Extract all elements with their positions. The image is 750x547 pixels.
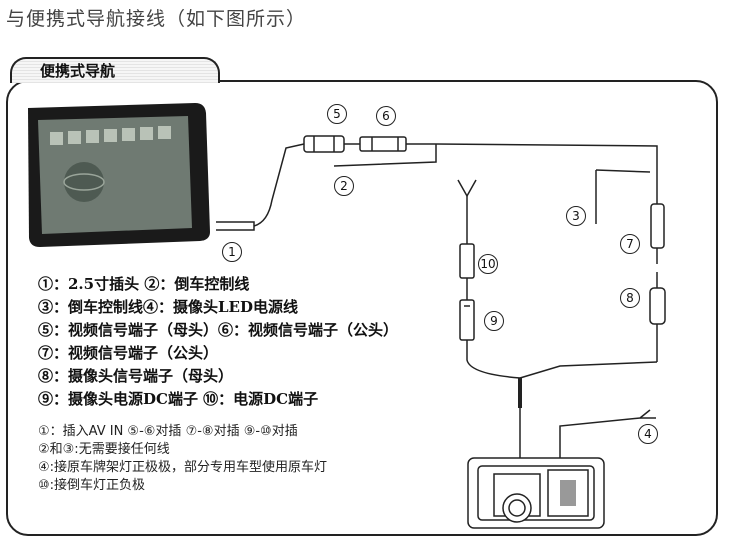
gps-icon: [86, 130, 99, 143]
main-wire: [435, 143, 658, 204]
legend-line: ③：倒车控制线④：摄像头LED电源线: [38, 298, 298, 316]
panel-tab: [10, 57, 220, 83]
callout-5: 5: [327, 104, 347, 124]
callout-6: 6: [376, 106, 396, 126]
note-line: ②和③:无需要接任何线: [38, 442, 170, 457]
legend-line: ⑤：视频信号端子（母头）⑥：视频信号端子（公头）: [38, 321, 399, 339]
callout-7: 7: [620, 234, 640, 254]
diagram-panel: [6, 80, 718, 536]
gps-device: [28, 103, 210, 247]
callout-8: 8: [620, 288, 640, 308]
av-plug: [216, 221, 255, 231]
gps-icon: [50, 132, 63, 145]
note-line: ④:接原车牌架灯正极极，部分专用车型使用原车灯: [38, 460, 328, 475]
legend-line: ⑨：摄像头电源DC端子 ⑩：电源DC端子: [38, 390, 319, 408]
legend-line: ⑦：视频信号端子（公头）: [38, 344, 219, 362]
connector-7: [650, 203, 665, 249]
gps-icon: [140, 127, 153, 140]
panel-tab-label: 便携式导航: [40, 62, 116, 80]
connector-8: [649, 287, 666, 325]
av-cable: [253, 143, 305, 227]
gps-icon: [68, 131, 81, 144]
callout-9: 9: [484, 311, 504, 331]
legend-line: ①：2.5寸插头 ②：倒车控制线: [38, 275, 250, 293]
legend-line: ⑧：摄像头信号端子（母头）: [38, 367, 234, 385]
antenna-wire: [457, 179, 477, 198]
callout-10: 10: [478, 254, 498, 274]
callout-1: 1: [222, 242, 242, 262]
gps-screen: [38, 116, 192, 234]
callout-3: 3: [566, 206, 586, 226]
connector-10: [459, 243, 475, 279]
gps-icon: [158, 126, 171, 139]
note-line: ①：插入AV IN ⑤-⑥对插 ⑦-⑧对插 ⑨-⑩对插: [38, 424, 298, 439]
globe-icon: [64, 162, 104, 202]
wire-2: [333, 144, 437, 167]
page-title: 与便携式导航接线（如下图所示）: [6, 8, 307, 30]
gps-icon: [104, 129, 117, 142]
note-line: ⑩:接倒车灯正负极: [38, 478, 146, 493]
callout-2: 2: [334, 176, 354, 196]
connector-5: [303, 135, 345, 153]
wire-4: [559, 409, 651, 460]
camera-lens: [502, 493, 532, 523]
connector-6: [359, 136, 407, 152]
gps-icon: [122, 128, 135, 141]
callout-4: 4: [638, 424, 658, 444]
